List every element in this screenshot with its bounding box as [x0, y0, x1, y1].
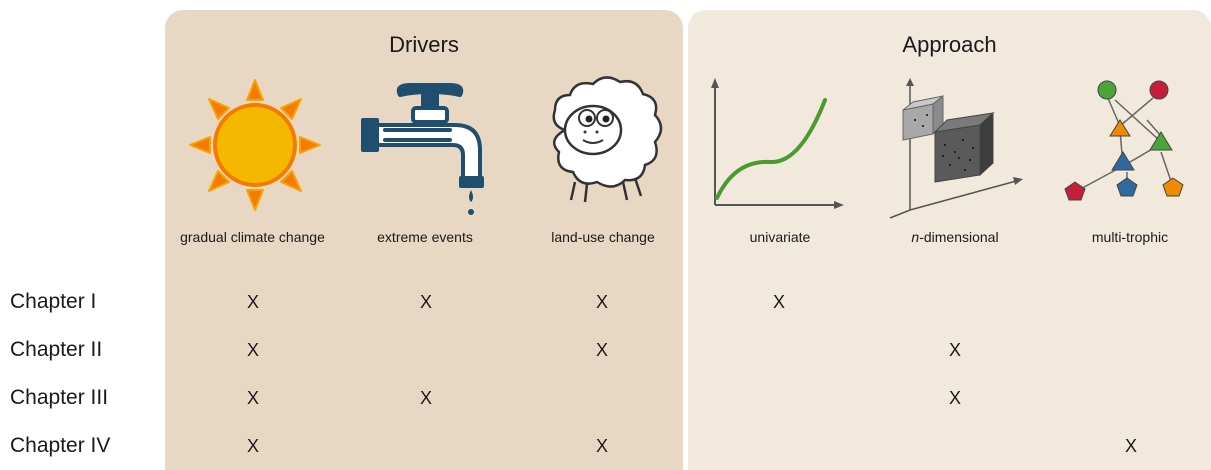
mark-r1-c1: X	[246, 292, 259, 312]
mark-r4-c1: X	[246, 436, 259, 456]
row-label-chapter-1: Chapter I	[10, 290, 97, 313]
mark-r4-c3: X	[595, 436, 608, 456]
mark-r3-c2: X	[419, 388, 432, 408]
n-italic: n	[911, 229, 920, 245]
mark-r1-c2: X	[419, 292, 432, 312]
curve-plot-icon	[711, 78, 844, 209]
mark-r3-c1: X	[246, 388, 259, 408]
mark-r2-c5: X	[948, 340, 961, 360]
mark-r3-c5: X	[948, 388, 961, 408]
mark-r1-c4: X	[772, 292, 785, 312]
approach-title: Approach	[902, 32, 997, 57]
column-label-land-use-change: land-use change	[551, 229, 655, 245]
row-label-chapter-3: Chapter III	[10, 386, 109, 409]
food-web-icon	[1064, 80, 1184, 201]
column-label-n-dimensional: n-dimensional	[880, 229, 1030, 246]
sun-icon	[189, 79, 321, 211]
dimensional-suffix: -dimensional	[919, 229, 999, 245]
column-label-gradual-climate-change: gradual climate change	[180, 229, 325, 245]
faucet-icon	[361, 83, 484, 215]
row-label-chapter-2: Chapter II	[10, 338, 103, 361]
sheep-icon	[552, 76, 663, 203]
row-label-chapter-4: Chapter IV	[10, 434, 111, 457]
mark-r1-c3: X	[595, 292, 608, 312]
mark-r2-c3: X	[595, 340, 608, 360]
cube-plot-icon	[889, 78, 1023, 219]
mark-r4-c6: X	[1124, 436, 1137, 456]
column-label-extreme-events: extreme events	[377, 229, 473, 245]
drivers-title: Drivers	[389, 32, 459, 57]
column-label-univariate: univariate	[749, 229, 811, 245]
mark-r2-c1: X	[246, 340, 259, 360]
column-label-multi-trophic: multi-trophic	[1091, 229, 1169, 245]
approach-panel: Approach	[688, 10, 1211, 470]
